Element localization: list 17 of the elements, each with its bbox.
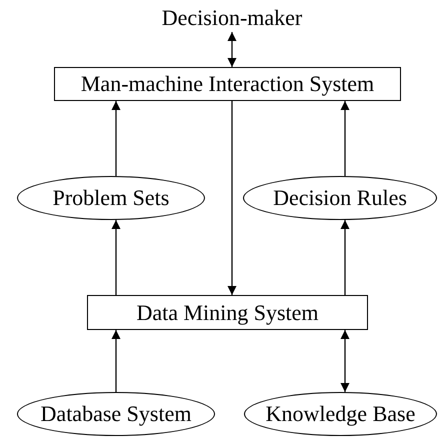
arrow [112,220,120,295]
node-text: Data Mining System [136,302,319,324]
arrow [112,330,120,392]
arrow [228,32,236,67]
node-text: Man-machine Interaction System [80,73,374,95]
arrow [340,330,350,392]
node-text: Knowledge Base [266,403,416,425]
process-box [54,67,401,101]
arrow [112,101,120,176]
node-text: Decision Rules [273,187,407,209]
process-box [87,295,368,330]
node-text: Problem Sets [52,187,170,209]
arrow [340,220,350,295]
node-text: Database System [40,403,192,425]
arrow [228,101,236,295]
arrow [340,101,350,176]
node-text: Decision-maker [162,7,302,29]
